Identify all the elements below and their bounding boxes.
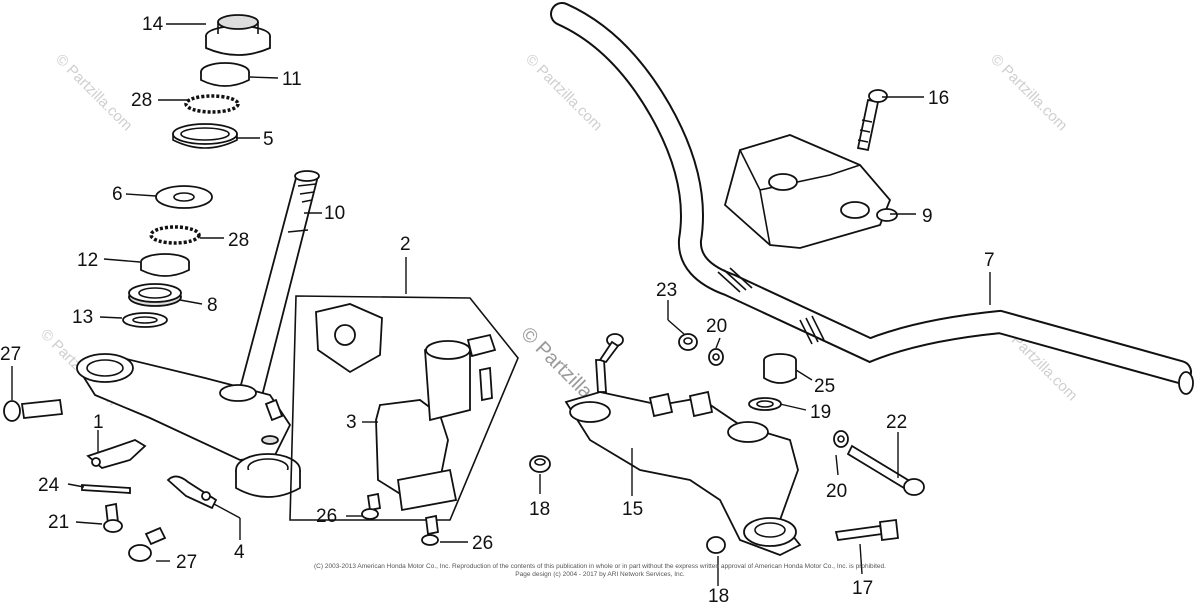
callout-13: 13	[72, 307, 93, 328]
callout-17: 17	[852, 578, 873, 599]
part-16-bolt	[856, 89, 888, 152]
part-10-stem	[236, 170, 320, 397]
callout-25: 25	[814, 376, 835, 397]
part-18-nut-lower	[706, 536, 726, 554]
part-20-washer-upper	[708, 348, 724, 366]
callout-7: 7	[984, 250, 995, 271]
callout-6: 6	[112, 184, 123, 205]
part-5-race	[172, 123, 238, 149]
part-12-race	[140, 253, 190, 277]
part-4-clamp	[166, 475, 218, 510]
part-28-balls-upper	[184, 94, 240, 114]
part-16-bolt-top-bridge	[595, 333, 624, 393]
callout-18b: 18	[708, 586, 729, 607]
part-28-balls-lower	[149, 225, 201, 245]
callout-19: 19	[810, 402, 831, 423]
callout-18: 18	[529, 499, 550, 520]
callout-28b: 28	[228, 230, 249, 251]
part-15-top-bridge	[564, 390, 802, 556]
callout-8: 8	[207, 295, 218, 316]
callout-24: 24	[38, 475, 60, 496]
callout-3: 3	[346, 412, 357, 433]
callout-11: 11	[282, 69, 302, 90]
svg-text:© Partzilla.com: © Partzilla.com	[522, 51, 606, 135]
copyright-line-1: (C) 2003-2013 American Honda Motor Co., …	[314, 563, 886, 570]
callout-20b: 20	[826, 481, 847, 502]
part-26-screw-b	[421, 514, 439, 546]
callout-9: 9	[922, 206, 933, 227]
callout-21: 21	[48, 512, 69, 533]
part-23-nut	[678, 333, 698, 351]
part-24-pin	[81, 484, 131, 494]
callout-20: 20	[706, 316, 727, 337]
callout-14: 14	[142, 14, 164, 35]
part-bottom-bridge	[76, 353, 301, 498]
part-7-handlebar	[550, 2, 1194, 395]
part-1-bracket	[86, 439, 147, 469]
part-11-race	[200, 62, 250, 87]
callout-27b: 27	[176, 552, 197, 573]
leader-lines	[11, 23, 991, 586]
part-8-bearing	[128, 283, 182, 307]
svg-text:© Partzilla.com: © Partzilla.com	[987, 51, 1071, 135]
callout-28: 28	[131, 90, 152, 111]
part-22-bolt	[846, 444, 925, 496]
callout-15: 15	[622, 499, 643, 520]
callout-2: 2	[400, 234, 411, 255]
part-27-bolt-upper	[3, 399, 64, 422]
callout-4: 4	[234, 542, 245, 563]
callout-1: 1	[93, 412, 104, 433]
part-21-bolt	[103, 502, 123, 533]
part-3-ignition-switch	[315, 303, 497, 512]
callout-26: 26	[316, 506, 337, 527]
svg-text:© Partzilla.com: © Partzilla.com	[52, 51, 136, 135]
part-9-handlebar-holder	[723, 134, 898, 249]
copyright-notice: (C) 2003-2013 American Honda Motor Co., …	[0, 563, 1200, 579]
part-2-switch-group-outline	[289, 295, 519, 521]
part-17-bolt	[834, 518, 899, 542]
part-13-washer	[122, 312, 168, 328]
callout-22: 22	[886, 412, 907, 433]
part-26-screw-a	[361, 492, 382, 520]
callout-5: 5	[263, 129, 274, 150]
callout-16: 16	[928, 88, 949, 109]
part-6-seal	[155, 185, 213, 209]
part-25-cap	[763, 353, 797, 384]
part-20-washer-lower	[833, 430, 849, 448]
callout-12: 12	[77, 250, 98, 271]
copyright-line-2: Page design (c) 2004 - 2017 by ARI Netwo…	[515, 571, 685, 578]
callout-labels: 14 11 28 5 6 10 28 12 8 13 27 1 24 21 27…	[0, 14, 995, 607]
callout-27: 27	[0, 344, 21, 365]
part-19-washer	[748, 397, 782, 411]
callout-26b: 26	[472, 533, 493, 554]
part-27-bolt-lower	[128, 526, 167, 562]
callout-10: 10	[324, 203, 345, 224]
part-18-nut-upper	[529, 455, 551, 473]
part-14-nut	[205, 14, 271, 56]
callout-23: 23	[656, 280, 677, 301]
